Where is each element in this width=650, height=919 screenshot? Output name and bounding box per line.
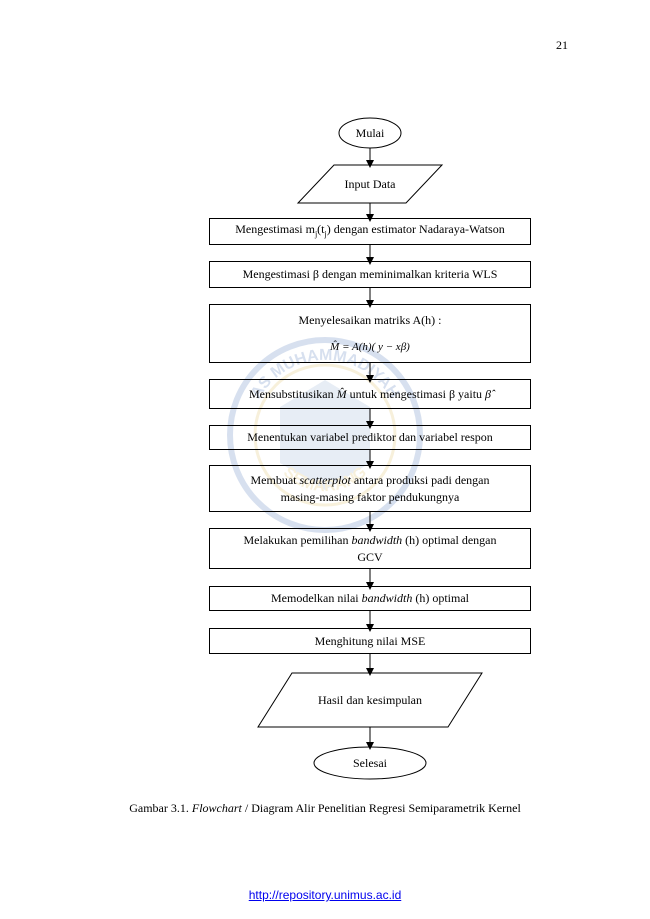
input-label: Input Data xyxy=(344,176,396,191)
step7-text-pre: Melakukan pemilihan xyxy=(243,532,349,547)
input-data: Input Data xyxy=(310,165,430,203)
step1-sub-j: j xyxy=(314,229,318,239)
step6-line2: masing-masing faktor pendukungnya xyxy=(280,489,460,504)
repository-link[interactable]: http://repository.unimus.ac.id xyxy=(248,888,402,902)
step8-text-italic: bandwidth xyxy=(361,591,413,605)
step4-text-pre: Mensubstitusikan xyxy=(248,386,334,401)
end-terminal: Selesai xyxy=(314,747,426,779)
start-terminal: Mulai xyxy=(339,118,401,148)
step6-text-italic: scatterplot xyxy=(299,472,351,487)
step1-text-mid: (t xyxy=(317,221,325,236)
process-determine-variables: Menentukan variabel prediktor dan variab… xyxy=(209,425,531,450)
process-bandwidth-selection: Melakukan pemilihan bandwidth (h) optima… xyxy=(209,528,531,569)
step7-text-post: (h) optimal dengan xyxy=(405,532,497,547)
output-label: Hasil dan kesimpulan xyxy=(318,692,422,707)
step6-text-pre: Membuat xyxy=(250,472,297,487)
process-scatterplot: Membuat scatterplot antara produksi padi… xyxy=(209,465,531,512)
step8-text-pre: Memodelkan nilai xyxy=(271,591,359,605)
end-label: Selesai xyxy=(353,755,387,770)
step6-text-post: antara produksi padi dengan xyxy=(353,472,490,487)
step9-label: Menghitung nilai MSE xyxy=(314,633,426,648)
process-substitute: Mensubstitusikan M̂ untuk mengestimasi β… xyxy=(209,379,531,409)
output-results: Hasil dan kesimpulan xyxy=(290,673,450,727)
process-calculate-mse: Menghitung nilai MSE xyxy=(209,628,531,654)
step4-symbol-beta: β̂ xyxy=(485,386,492,401)
step1-text-pre: Mengestimasi m xyxy=(235,221,315,236)
output-parallelogram-shape xyxy=(257,672,483,728)
process-estimate-beta: Mengestimasi β dengan meminimalkan krite… xyxy=(209,261,531,288)
step5-label: Menentukan variabel prediktor dan variab… xyxy=(247,430,493,444)
step3-formula: M̂ = A(h)( y − xβ) xyxy=(330,340,410,353)
start-label: Mulai xyxy=(355,125,385,140)
input-parallelogram-shape xyxy=(296,164,444,204)
figure-caption: Gambar 3.1. Flowchart / Diagram Alir Pen… xyxy=(0,801,650,816)
process-estimate-m: Mengestimasi mj(tj) dengan estimator Nad… xyxy=(209,218,531,245)
caption-rest: / Diagram Alir Penelitian Regresi Semipa… xyxy=(244,801,521,815)
step4-symbol-m: M̂ xyxy=(336,386,347,401)
step2-label: Mengestimasi β dengan meminimalkan krite… xyxy=(242,267,498,281)
step1-sub-j2: j xyxy=(324,229,327,239)
step1-text-post: ) dengan estimator Nadaraya-Watson xyxy=(326,221,505,236)
step7-line2: GCV xyxy=(357,549,383,564)
step4-text-mid: untuk mengestimasi β yaitu xyxy=(349,386,483,401)
process-model-bandwidth: Memodelkan nilai bandwidth (h) optimal xyxy=(209,586,531,611)
step8-text-post: (h) optimal xyxy=(415,591,469,605)
step3-title: Menyelesaikan matriks A(h) : xyxy=(298,312,442,327)
caption-italic: Flowchart xyxy=(191,801,242,815)
page-number: 21 xyxy=(556,38,568,52)
caption-label: Gambar 3.1. xyxy=(129,801,189,815)
process-solve-matrix: Menyelesaikan matriks A(h) : M̂ = A(h)( … xyxy=(209,304,531,363)
university-seal-watermark: AS MUHAMMADIYAH SEMARANG xyxy=(227,337,423,533)
step7-text-italic: bandwidth xyxy=(351,532,403,547)
